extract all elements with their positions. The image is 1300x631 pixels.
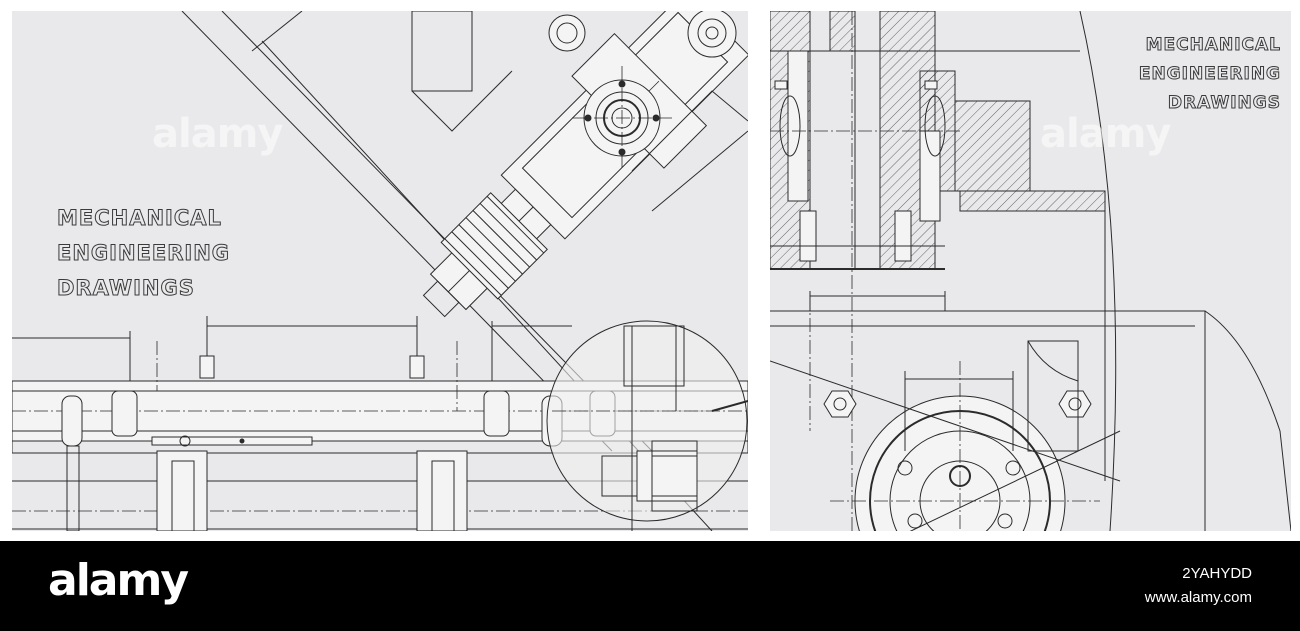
stock-footer: alamy 2YAHYDD www.alamy.com [0, 541, 1300, 631]
drawing-panel-right: MECHANICAL ENGINEERING DRAWINGS alamy [770, 11, 1291, 531]
alamy-logo: alamy [48, 555, 189, 606]
title-line-3: DRAWINGS [56, 276, 195, 301]
technical-drawing-right [770, 11, 1291, 531]
site-url: www.alamy.com [1144, 589, 1252, 606]
technical-drawing-left [12, 11, 748, 531]
title-line-2: ENGINEERING [1138, 64, 1281, 85]
drawing-panel-left: MECHANICAL ENGINEERING DRAWINGS alamy [12, 11, 748, 531]
watermark-right: alamy [1040, 111, 1171, 157]
title-line-3: DRAWINGS [1167, 93, 1281, 114]
title-line-1: MECHANICAL [1145, 35, 1281, 56]
panel-title-right: MECHANICAL ENGINEERING DRAWINGS [1138, 31, 1281, 118]
panel-title-left: MECHANICAL ENGINEERING DRAWINGS [56, 201, 231, 306]
title-line-2: ENGINEERING [56, 241, 231, 266]
image-id: 2YAHYDD [1182, 565, 1252, 582]
title-line-1: MECHANICAL [56, 206, 222, 231]
watermark-left: alamy [152, 111, 283, 157]
